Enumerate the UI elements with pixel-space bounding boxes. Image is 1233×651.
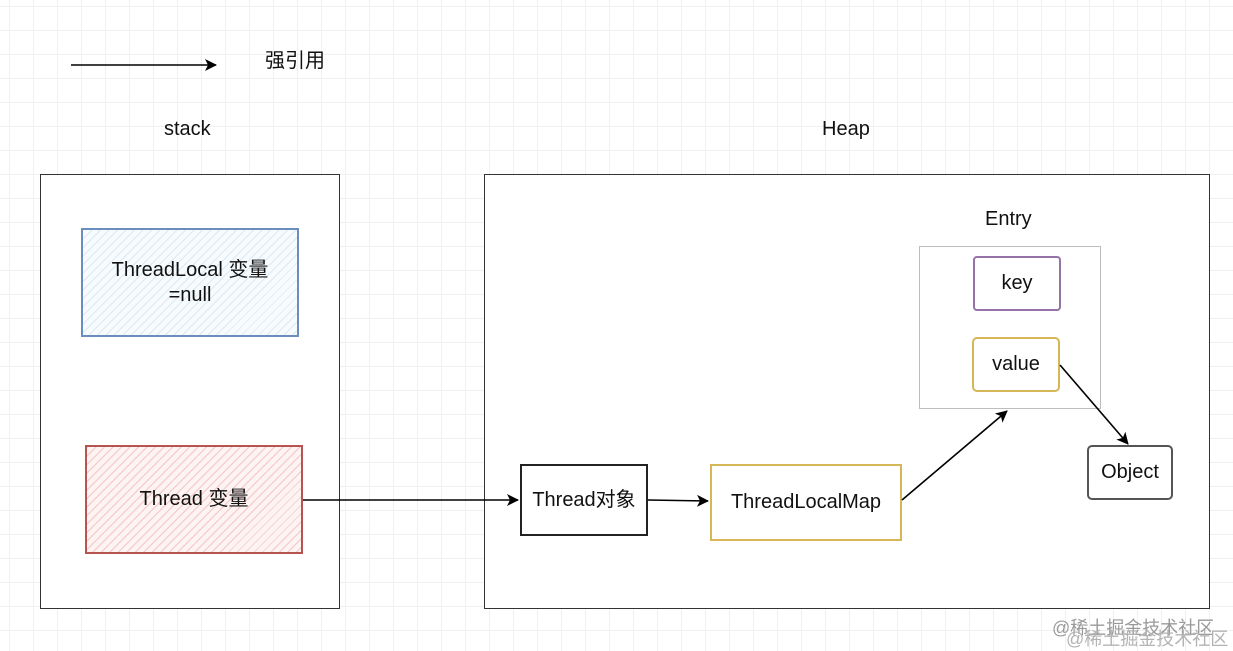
arrow-thread-object-to-map xyxy=(647,494,709,507)
arrow-map-to-entry xyxy=(901,410,1008,501)
entry-title: Entry xyxy=(985,208,1032,230)
thread-variable-node[interactable]: Thread 变量 xyxy=(85,445,303,554)
heap-title: Heap xyxy=(822,118,870,140)
threadlocal-variable-node[interactable]: ThreadLocal 变量 =null xyxy=(81,228,299,337)
watermark-text-shadow: @稀土掘金技术社区 xyxy=(1066,629,1229,649)
thread-object-label: Thread对象 xyxy=(532,488,636,511)
key-label: key xyxy=(1001,272,1033,294)
object-node[interactable]: Object xyxy=(1087,445,1173,500)
arrow-value-to-object xyxy=(1059,364,1129,445)
stack-title: stack xyxy=(164,118,211,140)
threadlocalmap-node[interactable]: ThreadLocalMap xyxy=(710,464,902,541)
thread-object-node[interactable]: Thread对象 xyxy=(520,464,648,536)
watermark-text: @稀土掘金技术社区 xyxy=(1052,618,1215,638)
value-node[interactable]: value xyxy=(972,337,1060,392)
value-label: value xyxy=(992,353,1040,375)
object-label: Object xyxy=(1101,461,1159,483)
threadlocal-variable-line2: =null xyxy=(168,283,212,306)
legend-label: 强引用 xyxy=(265,50,325,72)
threadlocal-variable-line1: ThreadLocal 变量 xyxy=(111,258,269,281)
key-node[interactable]: key xyxy=(973,256,1061,311)
threadlocalmap-label: ThreadLocalMap xyxy=(730,491,882,513)
thread-variable-label: Thread 变量 xyxy=(139,488,249,510)
